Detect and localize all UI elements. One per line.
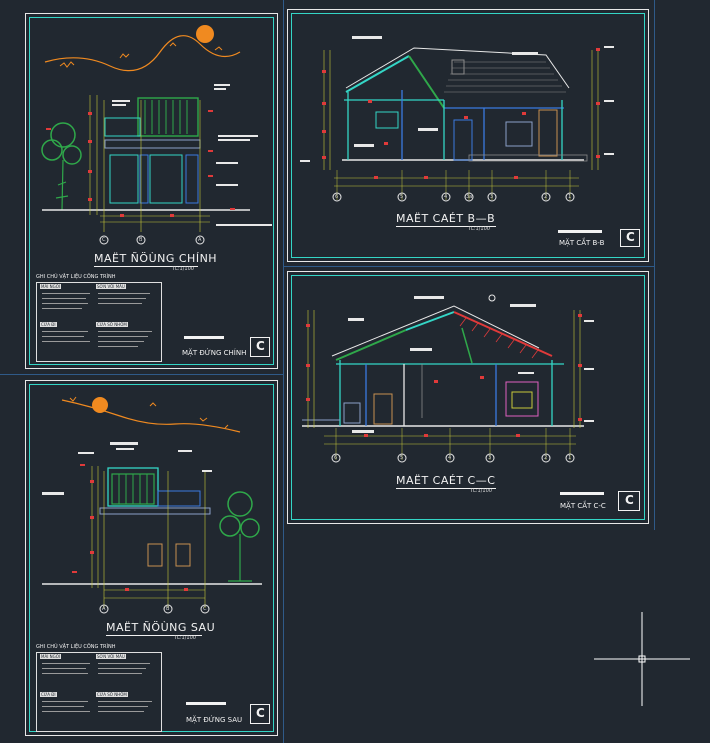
door-left — [109, 154, 139, 204]
title-underline — [396, 488, 496, 489]
grid-axis-label: 5 — [400, 194, 404, 200]
grid-axis-label: 6 — [335, 194, 339, 200]
sheet-inner-frame — [29, 17, 274, 365]
stamp-bar — [186, 702, 226, 705]
sheet-frame — [25, 380, 278, 736]
grid-axis-label: A — [198, 237, 202, 243]
grid-axis-label: 2 — [544, 194, 548, 200]
window-left — [147, 543, 163, 567]
sheet-stamp: MẶT CẮT C-C — [560, 502, 606, 510]
grid-axis-label: C — [203, 606, 207, 612]
section-bb-drawing — [300, 36, 614, 202]
sheet-inner-frame — [291, 13, 645, 258]
logo-icon: C — [256, 339, 265, 353]
notes-label: MÁI NGÓI — [40, 654, 62, 659]
notes-label: CỬA ĐI — [40, 692, 57, 697]
layout-seam-horizontal — [0, 374, 283, 375]
grid-axis-label: 3a — [466, 194, 473, 200]
logo-icon: C — [625, 493, 634, 507]
front-elevation-drawing — [41, 25, 272, 245]
grid-axis-label: 4 — [448, 455, 452, 461]
stamp-bar — [560, 492, 604, 495]
grid-axis-label: 5 — [400, 455, 404, 461]
layout-seam-right — [654, 0, 655, 530]
logo-box — [250, 337, 270, 357]
drawing-scale: TL:1/100 — [470, 488, 492, 494]
logo-box — [618, 491, 640, 511]
sheet-frame — [25, 13, 278, 369]
drawing-title: MAËT ÑÖÙNG CHÍNH — [94, 252, 218, 265]
title-underline — [106, 635, 202, 636]
beam — [104, 139, 201, 149]
drawing-title: MAËT ÑÖÙNG SAU — [106, 621, 216, 634]
logo-icon: C — [256, 706, 265, 720]
layout-seam-horizontal-right — [283, 266, 655, 267]
notes-table — [36, 652, 162, 732]
sheet-section-bb: 6 5 4 3a 3 2 1 MAËT CAÉT B—B TL:1/100 MẶ… — [284, 0, 654, 266]
grid-axis-label: B — [139, 237, 143, 243]
door-right — [149, 154, 183, 204]
balcony-rail — [137, 97, 199, 137]
sun-icon — [92, 397, 108, 413]
sheet-front-elevation: C B A MAËT ÑÖÙNG CHÍNH TL:1/100 GHI CHÚ … — [0, 0, 283, 374]
title-underline — [94, 266, 198, 267]
window-frame — [505, 381, 539, 417]
sheet-stamp: MẶT ĐỨNG SAU — [186, 716, 243, 724]
stamp-bar — [184, 336, 224, 339]
grid-axis-label: 6 — [334, 455, 338, 461]
logo-box — [620, 229, 640, 247]
drawing-scale: TL:1/100 — [172, 266, 194, 272]
rear-elevation-drawing — [42, 396, 262, 614]
window-right — [175, 543, 191, 567]
sun-icon — [196, 25, 214, 43]
drawing-title: MAËT CAÉT B—B — [396, 212, 496, 225]
drawing-scale: TL:1/100 — [468, 226, 490, 232]
title-underline — [396, 226, 496, 227]
grid-axis-label: A — [102, 606, 106, 612]
logo-icon: C — [626, 230, 635, 244]
door — [373, 393, 393, 425]
window — [505, 121, 533, 147]
sheet-frame — [287, 271, 649, 524]
window — [375, 111, 399, 129]
layout-seam-vertical — [283, 0, 284, 743]
grid-axis-label: 1 — [568, 455, 572, 461]
drawing-title: MAËT CAÉT C—C — [396, 474, 496, 487]
tree-crown — [50, 122, 76, 148]
sheet-stamp: MẶT CẮT B-B — [559, 239, 605, 247]
notes-label: SƠN VÔI MÀU — [96, 654, 126, 659]
logo-box — [250, 704, 270, 724]
notes-label: MÁI NGÓI — [40, 284, 62, 289]
grid-axis-label: B — [166, 606, 170, 612]
drawing-scale: TL:1/100 — [174, 635, 196, 641]
sheet-inner-frame — [291, 275, 645, 520]
sheet-frame — [287, 9, 649, 262]
grid-axis-label: 3 — [490, 194, 494, 200]
roof-tiles — [453, 311, 553, 357]
sheet-stamp: MẶT ĐỨNG CHÍNH — [182, 349, 247, 357]
grid-axis-label: C — [102, 237, 106, 243]
stamp-bar — [558, 230, 602, 233]
grid-axis-label: 1 — [568, 194, 572, 200]
notes-label: CỬA SỔ NHÔM — [96, 322, 128, 327]
sheet-section-cc: 6 5 4 3 2 1 MAËT CAÉT C—C TL:1/100 MẶT C… — [284, 268, 654, 530]
sheet-rear-elevation: A B C MAËT ÑÖÙNG SAU TL:1/100 GHI CHÚ VẬ… — [0, 376, 283, 743]
notes-label: SƠN VÔI MÀU — [96, 284, 126, 289]
cloud-line — [44, 35, 241, 72]
grid-axis-label: 3 — [488, 455, 492, 461]
grid-axis-label: 4 — [444, 194, 448, 200]
notes-heading: GHI CHÚ VẬT LIỆU CÔNG TRÌNH — [36, 274, 116, 280]
notes-table — [36, 282, 162, 362]
grid-axis-label: 2 — [544, 455, 548, 461]
notes-label: CỬA ĐI — [40, 322, 57, 327]
cloud-strokes — [59, 42, 223, 68]
notes-label: CỬA SỔ NHÔM — [96, 692, 128, 697]
notes-heading: GHI CHÚ VẬT LIỆU CÔNG TRÌNH — [36, 644, 116, 650]
section-cc-drawing — [302, 294, 594, 463]
